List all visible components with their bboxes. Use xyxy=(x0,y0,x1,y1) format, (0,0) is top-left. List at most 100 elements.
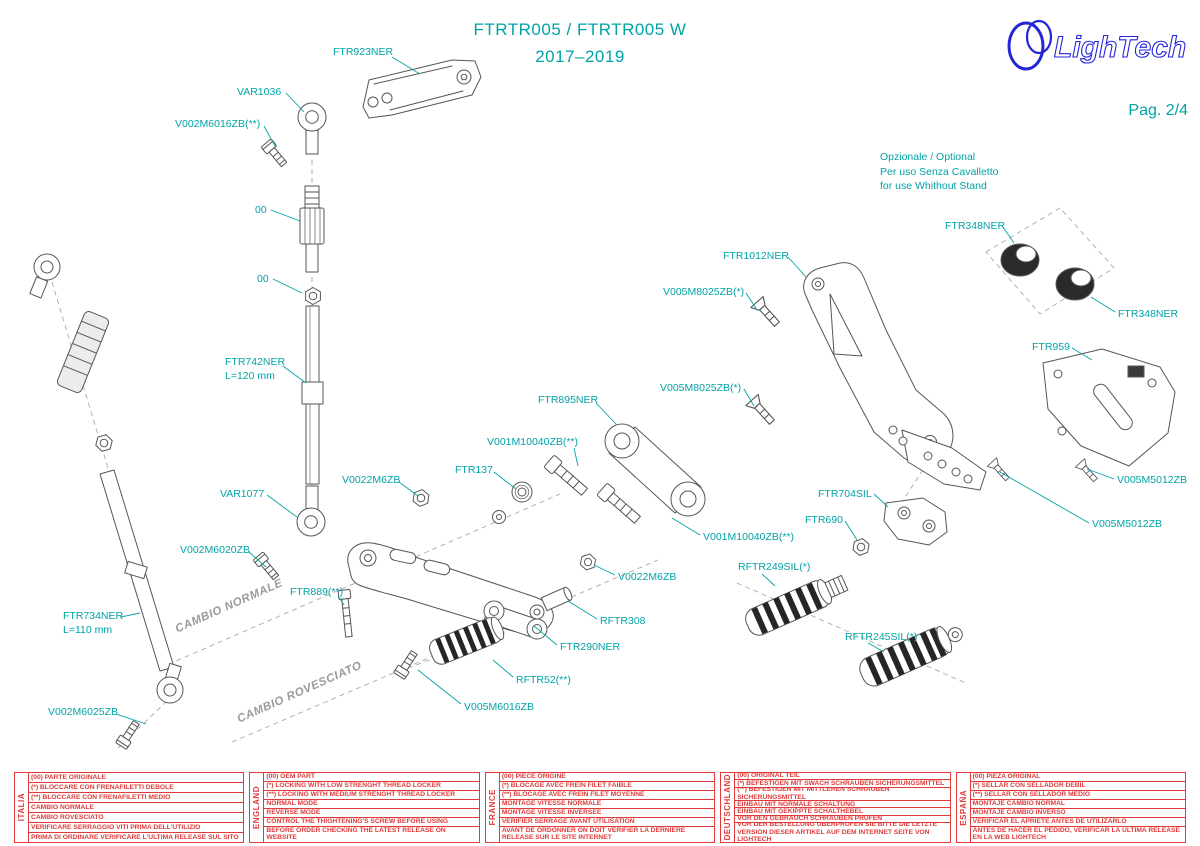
optional-dashed-box xyxy=(985,207,1115,315)
legend-row: MONTAGE VITESSE NORMALE xyxy=(499,798,715,808)
legend-country-cell: ENGLAND xyxy=(250,773,265,842)
part-ftr959-heel-guard xyxy=(1042,348,1176,467)
legend-row: (*) BLOCCARE CON FRENAFILETTI DEBOLE xyxy=(29,782,244,792)
part-ftr895ner-link xyxy=(604,423,706,517)
part-label-v005m5012zb-2: V005M5012ZB xyxy=(1092,518,1163,530)
part-screw-v001m10040zb-2 xyxy=(596,482,644,527)
legend-row: (*) SELLAR CON SELLADOR DEBIL xyxy=(970,780,1186,790)
legend-row: (00) PIECE ORIGINE xyxy=(501,773,566,781)
part-rftr52-peg xyxy=(429,616,505,665)
legend-row: PRIMA DI ORDINARE VERIFICARE L'ULTIMA RE… xyxy=(29,832,244,842)
part-ftr137-washer xyxy=(492,481,533,524)
part-label-v005m5012zb-1: V005M5012ZB xyxy=(1117,474,1188,486)
part-nut-v0022m6zb-1 xyxy=(411,488,431,508)
part-label-var1077: VAR1077 xyxy=(220,488,265,500)
legend-row: VOR DEN GEBRAUCH SCHRAUBEN PRUFEN xyxy=(735,814,950,822)
part-label-v002m6020zb: V002M6020ZB xyxy=(180,544,251,556)
part-screw-v005m5012zb-2 xyxy=(1074,458,1101,485)
page-title: FTRTR005 / FTRTR005 W 2017–2019 xyxy=(400,16,760,70)
optional-stand-note: Opzionale / Optional Per uso Senza Caval… xyxy=(880,151,999,193)
part-screw-ftr889 xyxy=(337,589,353,638)
part-label-ftr137: FTR137 xyxy=(455,464,493,476)
legend-row: (*) BEFESTIGEN MIT SWACH SCHRAUBEN SICHE… xyxy=(735,779,950,787)
part-ftr690-nut xyxy=(851,536,871,558)
legend-row: ANTES DE HACER EL PEDIDO, VERIFICAR LA U… xyxy=(970,825,1186,842)
part-var1036-rodend xyxy=(297,102,327,155)
legend-section-deutschland: DEUTSCHLAND (00) ORIGINAL TEIL(*) BEFESTI… xyxy=(720,772,951,843)
part-label-ftr889: FTR889(**) xyxy=(290,586,344,598)
legend-row: EINBAU MIT NORMALE SCHALTUNG xyxy=(735,800,950,807)
part-label-oem-lower: 00 xyxy=(257,273,269,285)
part-rftr308-spacer xyxy=(540,586,573,612)
part-label-v001m10040zb-2: V001M10040ZB(**) xyxy=(703,531,795,543)
legend-country-label: ITALIA xyxy=(17,793,26,822)
legend-country-label: ENGLAND xyxy=(252,785,262,830)
part-lower-left-rodend xyxy=(156,662,184,704)
legend-row: MONTAJE CAMBIO NORMAL xyxy=(970,798,1186,808)
part-left-locknut xyxy=(94,432,114,454)
part-ftr348ner-rollers xyxy=(1000,243,1095,301)
legend-country-cell: ITALIA xyxy=(15,773,29,842)
part-label-ftr704sil: FTR704SIL xyxy=(818,488,872,500)
part-screw-v005m8025zb-1 xyxy=(750,295,784,331)
legend-row: (**) BLOCCARE CON FRENAFILETTI MEDIO xyxy=(29,792,244,802)
legend-row: (**) BEFESTIGEN MIT MITTLEREN SCHRAUBEN … xyxy=(735,786,950,800)
part-screw-v005m5012zb-1 xyxy=(986,457,1013,484)
part-label-v0022m6zb-2: V0022M6ZB xyxy=(618,571,677,583)
legend-row: CAMBIO ROVESCIATO xyxy=(29,812,244,822)
part-oem-locknut xyxy=(305,287,321,305)
part-left-pushrod-assembly xyxy=(29,253,114,454)
page-number: Pag. 2/4 xyxy=(1128,102,1188,119)
legend-row: BEFORE ORDER CHECKING THE LATEST RELEASE… xyxy=(264,825,479,842)
part-label-v005m6016zb: V005M6016ZB xyxy=(464,701,535,713)
part-label-oem-upper: 00 xyxy=(255,204,267,216)
legend-row: CONTROL THE THIGHTENING'S SCREW BEFORE U… xyxy=(264,816,479,826)
legend-row: AVANT DE ORDONNER ON DOIT VERIFIER LA DE… xyxy=(499,825,715,842)
legend-row: NORMAL MODE xyxy=(264,798,479,808)
part-label-v001m10040zb-1: V001M10040ZB(**) xyxy=(487,436,579,448)
legend-row: REVERSE MODE xyxy=(264,807,479,817)
part-label-v002m6025zb: V002M6025ZB xyxy=(48,706,119,718)
part-screw-v005m6016zb xyxy=(393,648,421,681)
legend-row: CAMBIO NORMALE xyxy=(29,802,244,812)
legend-row: VERIFIER SERRAGE AVANT UTILISATION xyxy=(499,816,715,826)
legend-section-england: ENGLAND(00) OEM PART(*) LOCKING WITH LOW… xyxy=(249,772,480,843)
legend-country-label: DEUTSCHLAND xyxy=(723,774,733,841)
part-ftr1012ner-bracket xyxy=(803,262,987,491)
legend-row: MONTAGE VITESSE INVERSEE xyxy=(499,807,715,817)
legend-table: ITALIA(00) PARTE ORIGINALE(*) BLOCCARE C… xyxy=(14,772,1187,843)
part-label-var1036: VAR1036 xyxy=(237,86,282,98)
legend-row: (00) ORIGINAL TEIL xyxy=(737,773,800,780)
part-label-ftr734ner: FTR734NER L=110 mm xyxy=(63,610,124,636)
part-screw-v002m6016zb xyxy=(260,138,290,170)
part-label-ftr690: FTR690 xyxy=(805,514,843,526)
drawing-code: FTRTR005 / FTRTR005 W xyxy=(473,20,687,39)
part-label-v005m8025zb-2: V005M8025ZB(*) xyxy=(660,382,742,394)
part-label-ftr923ner: FTR923NER xyxy=(333,46,394,58)
legend-row: VERIFICAR EL APRIETE ANTES DE UTILIZARLO xyxy=(970,816,1186,826)
legend-country-cell: FRANCE xyxy=(486,773,500,842)
legend-row: (**) BLOCAGE AVEC FREIN FILET MOYENNE xyxy=(499,789,715,799)
legend-row: MONTAJE CAMBIO INVERSO xyxy=(970,807,1186,817)
legend-row: EINBAU MIT GEKIPPTE SCHALTHEBEL xyxy=(735,807,950,815)
part-label-ftr348ner-1: FTR348NER xyxy=(945,220,1006,232)
legend-row: (**) LOCKING WITH MEDIUM STRENGHT THREAD… xyxy=(264,789,479,799)
legend-section-france: FRANCE(00) PIECE ORIGINE(*) BLOCAGE AVEC… xyxy=(484,772,716,843)
legend-rows: (00) PIECE ORIGINE(*) BLOCAGE AVEC FREIN… xyxy=(499,773,715,842)
legend-row: (00) OEM PART xyxy=(266,773,315,781)
legend-rows: (00) OEM PART(*) LOCKING WITH LOW STRENG… xyxy=(264,773,479,842)
part-label-ftr290ner: FTR290NER xyxy=(560,641,621,653)
part-var1077-rodend xyxy=(296,485,326,537)
part-ftr734ner-rod xyxy=(99,469,175,672)
lightech-logo-text: LighTech xyxy=(1054,31,1186,64)
legend-row: VERIFICARE SERRAGGIO VITI PRIMA DELL'UTI… xyxy=(29,822,244,832)
leader-lines xyxy=(115,56,1116,725)
drawing-years: 2017–2019 xyxy=(535,47,625,67)
lightech-logo-icon xyxy=(1007,19,1053,71)
legend-country-label: ESPAÑA xyxy=(958,789,968,826)
part-screw-v002m6025zb xyxy=(115,718,143,751)
part-rftr245sil-peg xyxy=(859,626,963,687)
legend-row: (*) LOCKING WITH LOW STRENGHT THREAD LOC… xyxy=(264,780,479,790)
legend-section-italia: ITALIA(00) PARTE ORIGINALE(*) BLOCCARE C… xyxy=(14,772,245,843)
